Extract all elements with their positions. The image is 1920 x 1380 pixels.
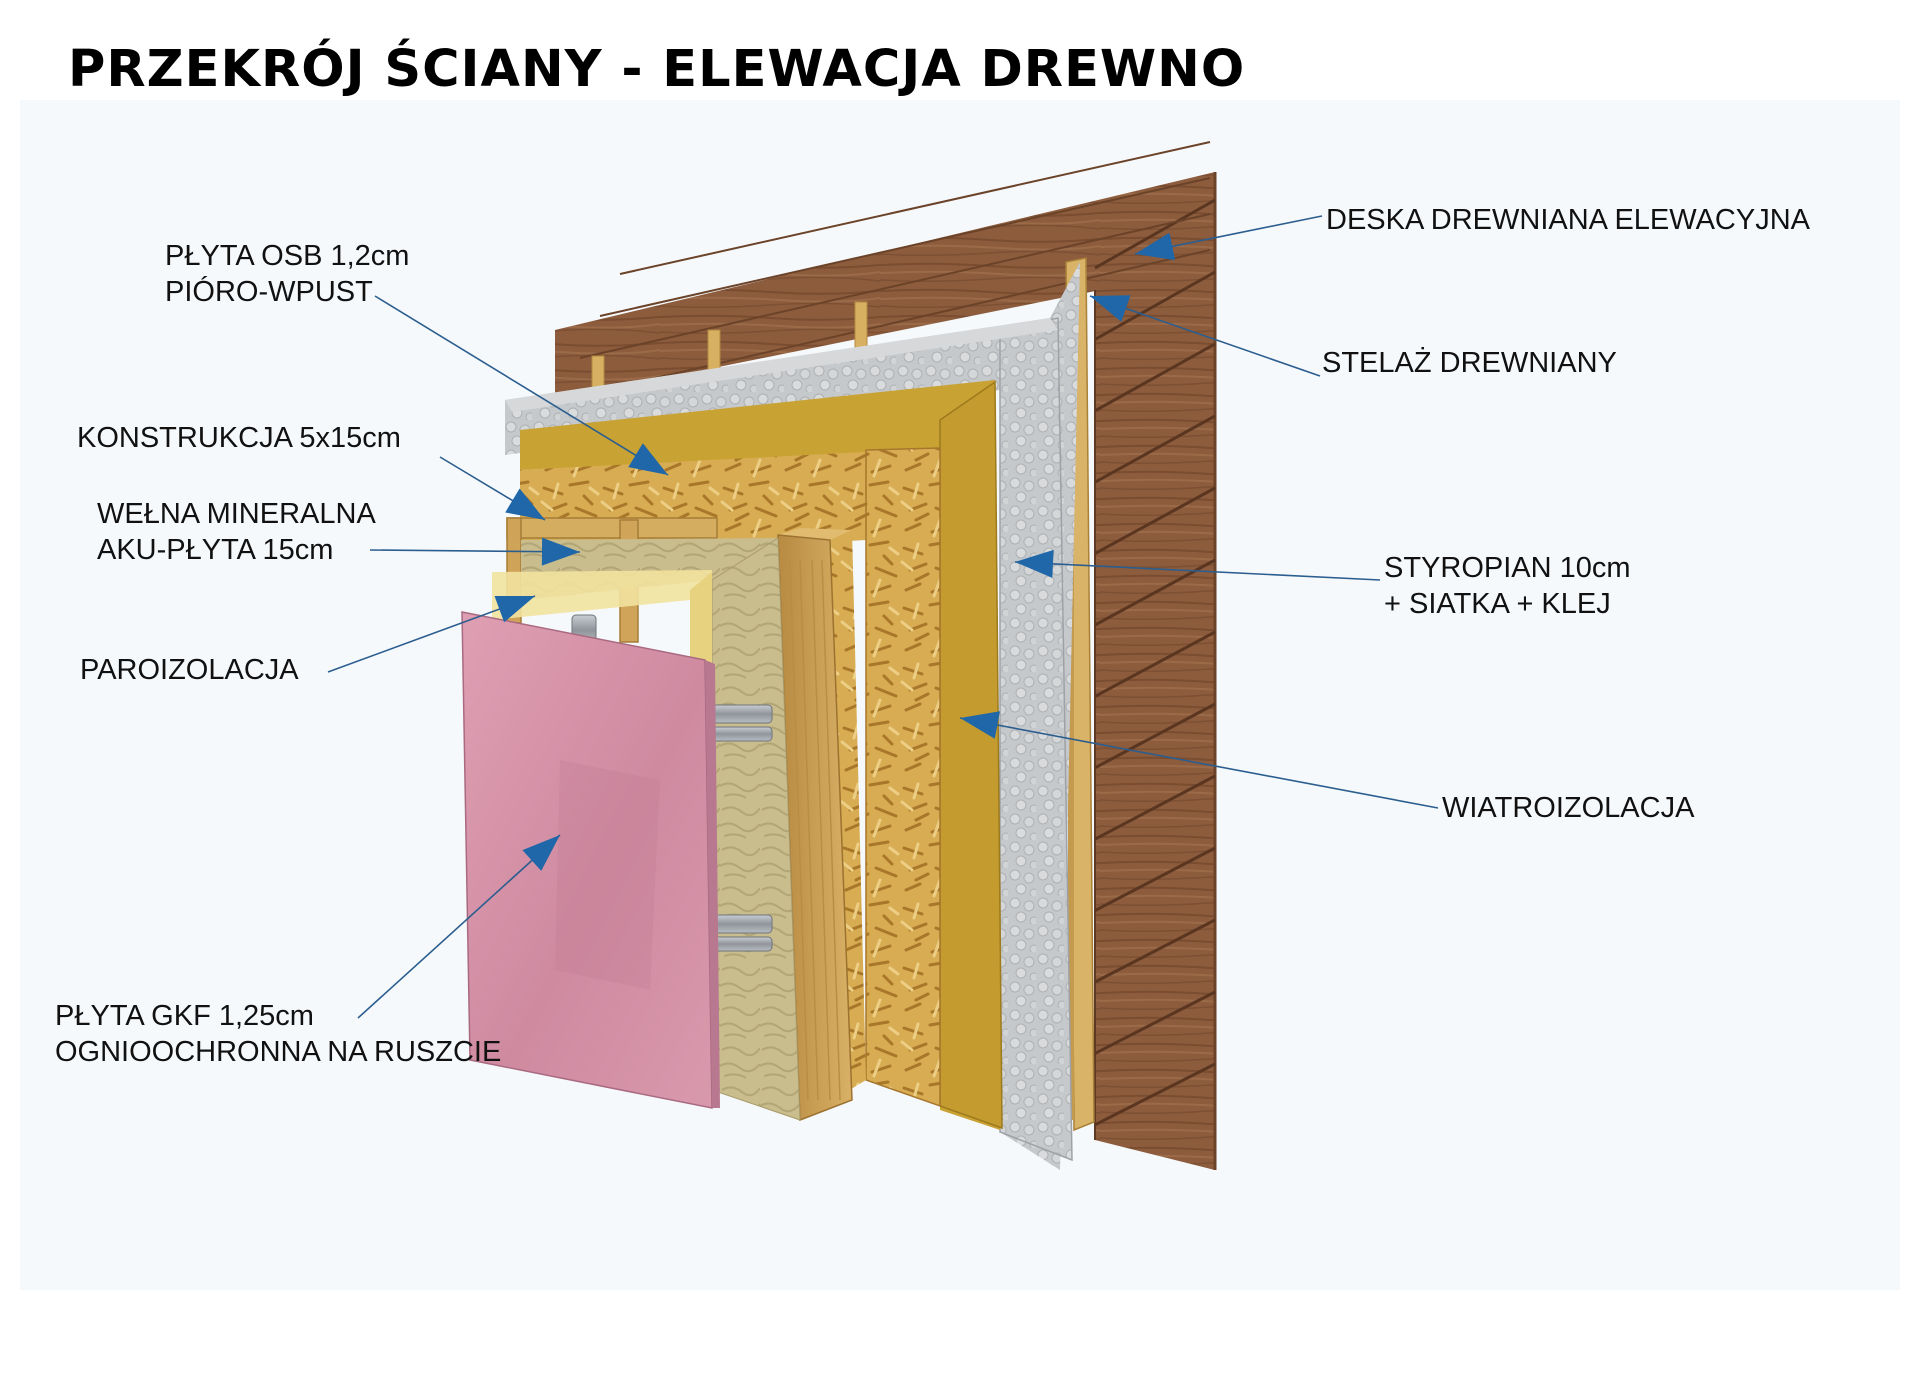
arrow-head-icon	[1135, 232, 1176, 261]
timber-siding-layer	[555, 141, 1217, 1170]
label-timber-siding: DESKA DREWNIANA ELEWACYJNA	[1326, 202, 1810, 238]
leader-lines	[327, 215, 1439, 1019]
label-line: OGNIOOCHRONNA NA RUSZCIE	[55, 1036, 502, 1068]
label-wind-barrier: WIATROIZOLACJA	[1442, 790, 1694, 826]
label-timber-battens: STELAŻ DREWNIANY	[1322, 345, 1617, 381]
arrow-head-icon	[1090, 295, 1131, 322]
gkf-plasterboard	[461, 611, 720, 1109]
label-line: STELAŻ DREWNIANY	[1322, 347, 1617, 379]
page-title: PRZEKRÓJ ŚCIANY - ELEWACJA DREWNO	[68, 40, 1246, 99]
siding-groove	[1094, 990, 1216, 1055]
label-line: PIÓRO-WPUST	[165, 276, 373, 308]
siding-groove	[1094, 486, 1216, 555]
label-line: WIATROIZOLACJA	[1442, 792, 1695, 824]
leader-timber-battens	[1089, 295, 1321, 377]
leader-eps	[1014, 549, 1381, 581]
wind-barrier-membrane	[520, 380, 1003, 1130]
siding-groove	[1094, 1062, 1216, 1127]
label-vapour-barrier: PAROIZOLACJA	[80, 652, 299, 688]
label-line: DESKA DREWNIANA ELEWACYJNA	[1326, 204, 1810, 236]
label-line: KONSTRUKCJA 5x15cm	[77, 422, 401, 454]
leader-gkf	[357, 834, 561, 1019]
label-timber-frame: KONSTRUKCJA 5x15cm	[77, 420, 401, 456]
label-line: STYROPIAN 10cm	[1384, 552, 1631, 584]
siding-groove	[619, 141, 1211, 275]
siding-groove	[1094, 630, 1216, 698]
siding-groove	[1094, 414, 1216, 484]
timber-frame	[506, 517, 866, 1122]
leader-vapour-barrier	[327, 595, 536, 673]
arrow-head-icon	[628, 443, 668, 475]
label-line: AKU-PŁYTA 15cm	[97, 534, 334, 566]
label-line: PAROIZOLACJA	[80, 654, 299, 686]
label-line: PŁYTA OSB 1,2cm	[165, 240, 410, 272]
label-eps-insulation: STYROPIAN 10cm + SIATKA + KLEJ	[1384, 550, 1631, 622]
arrow-head-icon	[960, 711, 1000, 739]
siding-groove	[1094, 198, 1216, 270]
siding-groove	[1094, 702, 1216, 770]
siding-groove	[1094, 918, 1216, 984]
eps-insulation-layer	[505, 262, 1080, 1170]
label-line: WEŁNA MINERALNA	[97, 498, 376, 530]
osb-board-layer	[520, 447, 941, 1108]
siding-groove	[599, 177, 1211, 317]
siding-grooves	[559, 141, 1216, 1127]
label-line: PŁYTA GKF 1,25cm	[55, 1000, 314, 1032]
label-line: + SIATKA + KLEJ	[1384, 588, 1611, 620]
arrow-head-icon	[1015, 549, 1054, 578]
arrow-head-icon	[522, 835, 560, 871]
arrow-head-icon	[541, 537, 580, 566]
steel-profiles	[571, 614, 773, 952]
leader-mineral-wool	[369, 537, 581, 566]
leader-timber-frame	[439, 456, 546, 521]
label-mineral-wool: WEŁNA MINERALNA AKU-PŁYTA 15cm	[97, 496, 376, 568]
siding-groove	[559, 249, 1211, 401]
leader-wind-barrier	[959, 711, 1439, 809]
arrow-head-icon	[494, 595, 535, 623]
leader-osb	[374, 295, 669, 476]
arrow-head-icon	[505, 488, 545, 520]
siding-groove	[1094, 846, 1216, 912]
siding-groove	[1094, 342, 1216, 413]
leader-timber-siding	[1134, 215, 1323, 261]
siding-groove	[1094, 270, 1216, 341]
siding-groove	[579, 213, 1211, 359]
siding-groove	[1094, 774, 1216, 841]
